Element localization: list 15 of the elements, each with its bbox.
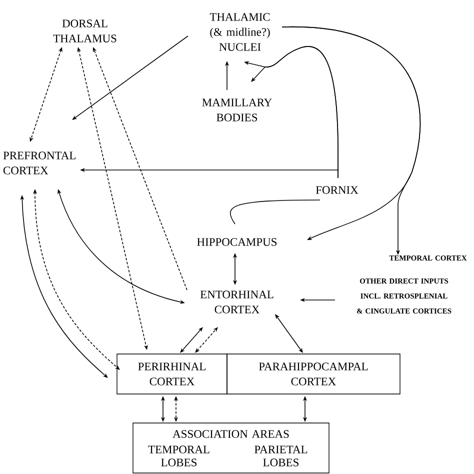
region-box: ASSOCIATION AREAS TEMPORAL LOBES PARIETAL LOBES [132, 422, 330, 474]
region-label: FORNIX [316, 186, 358, 194]
double-arrow [275, 314, 303, 353]
dashed-double-arrow [195, 327, 218, 353]
region-label: PREFRONTAL CORTEX [3, 152, 76, 174]
region-label: HIPPOCAMPUS [197, 238, 277, 246]
region-box: PARAHIPPOCAMPAL CORTEX [226, 354, 400, 394]
arrow [72, 36, 188, 120]
region-label: DORSAL THALAMUS [53, 20, 116, 42]
region-label: ENTORHINAL CORTEX [200, 290, 274, 314]
region-label: THALAMIC (& midline?) NUCLEI [210, 13, 270, 51]
region-label: MAMILLARY BODIES [202, 98, 272, 122]
region-box: PERIRHINAL CORTEX [116, 354, 228, 394]
connector-line [230, 200, 320, 224]
double-arrow [180, 327, 203, 353]
